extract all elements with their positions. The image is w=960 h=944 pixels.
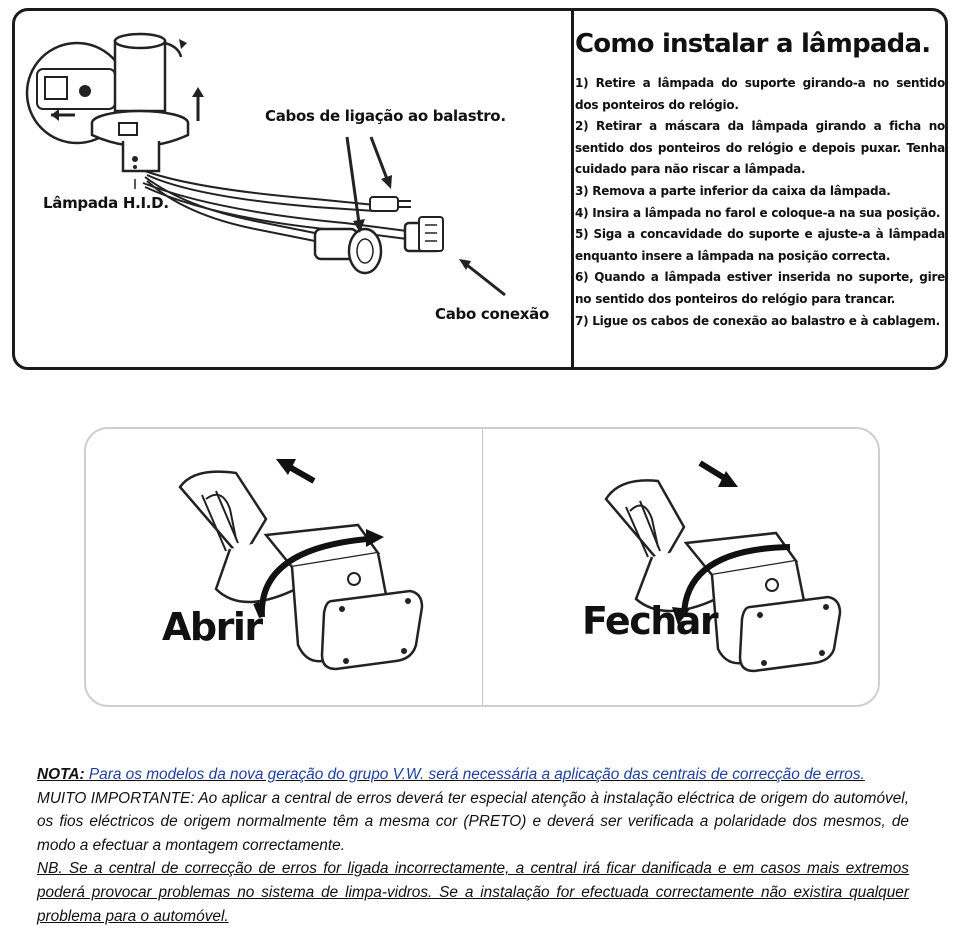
instruction-step: 1) Retire a lâmpada do suporte girando-a… — [575, 76, 945, 112]
instruction-step: 3) Remova a parte inferior da caixa da l… — [575, 183, 891, 198]
panel-divider — [482, 429, 483, 705]
installation-instructions: Como instalar a lâmpada. 1) Retire a lâm… — [575, 25, 945, 332]
note-vw-group: NOTA: Para os modelos da nova geração do… — [37, 763, 909, 787]
label-balast-cables: Cabos de ligação ao balastro. — [265, 107, 506, 125]
open-bulb-illustration — [178, 459, 424, 671]
instruction-step: 5) Siga a concavidade do suporte e ajust… — [575, 227, 945, 263]
instruction-step: 4) Insira a lâmpada no farol e coloque-a… — [575, 205, 941, 220]
note-text: Para os modelos da nova geração do grupo… — [88, 766, 865, 783]
bulb-glass — [113, 39, 167, 113]
label-hid-bulb: Lâmpada H.I.D. — [43, 194, 169, 212]
instructions-title: Como instalar a lâmpada. — [575, 29, 931, 59]
note-important: MUITO IMPORTANTE: Ao aplicar a central d… — [37, 789, 909, 854]
instruction-step: 7) Ligue os cabos de conexão ao balastro… — [575, 313, 940, 328]
label-close: Fechar — [582, 599, 719, 643]
open-close-panel: Abrir Fechar — [84, 427, 880, 707]
close-bulb-illustration — [604, 460, 842, 673]
notes-section: NOTA: Para os modelos da nova geração do… — [37, 763, 909, 928]
note-nb: NB. Se a central de correcção de erros f… — [37, 860, 909, 925]
instructions-steps: 1) Retire a lâmpada do suporte girando-a… — [575, 73, 945, 332]
installation-panel: Cabos de ligação ao balastro. Lâmpada H.… — [12, 8, 948, 370]
instruction-step: 2) Retirar a máscara da lâmpada girando … — [575, 119, 945, 177]
hid-bulb-wiring-diagram — [25, 32, 506, 297]
note-label: NOTA: — [37, 766, 85, 783]
label-open: Abrir — [162, 605, 263, 649]
instruction-step: 6) Quando a lâmpada estiver inserida no … — [575, 270, 945, 306]
label-connection-cable: Cabo conexão — [435, 305, 549, 323]
panel-divider — [571, 11, 574, 367]
